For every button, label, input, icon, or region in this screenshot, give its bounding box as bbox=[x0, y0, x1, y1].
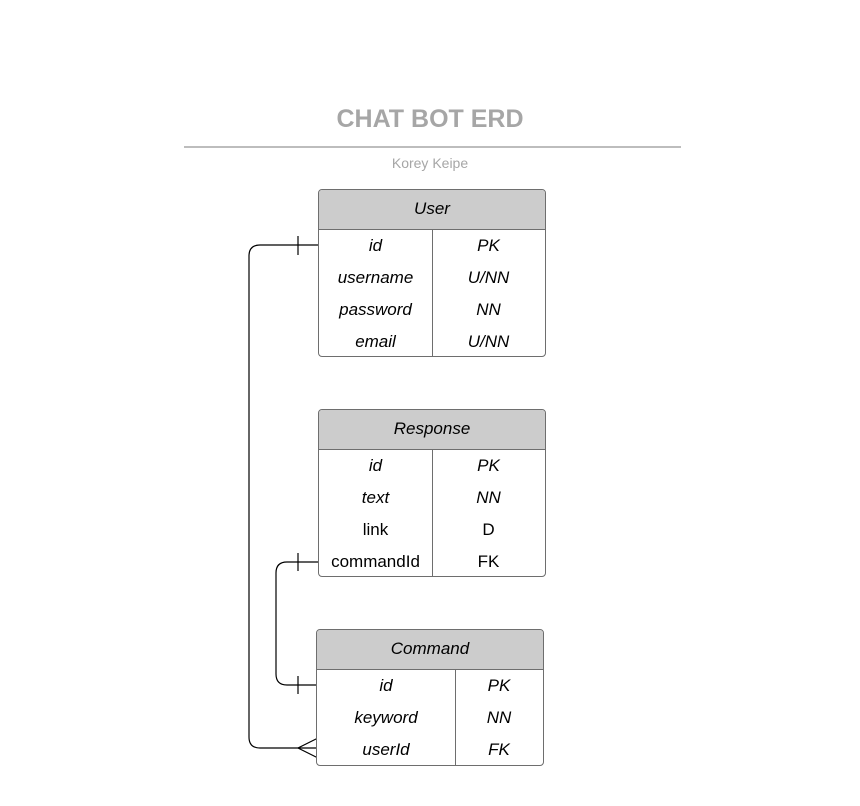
attribute-constraint: PK bbox=[477, 236, 500, 255]
relationship-response-command-line bbox=[275, 561, 318, 686]
attribute-row: text NN bbox=[319, 482, 545, 514]
entity-response-body: id PK text NN link D commandId FK bbox=[319, 450, 545, 576]
attribute-constraint: FK bbox=[488, 740, 510, 759]
column-divider bbox=[432, 450, 433, 576]
attribute-constraint: PK bbox=[487, 676, 511, 695]
attribute-row: id PK bbox=[319, 230, 545, 262]
attribute-name: keyword bbox=[354, 708, 418, 727]
attribute-name: userId bbox=[362, 740, 410, 759]
attribute-name: link bbox=[362, 520, 389, 539]
attribute-constraint: NN bbox=[476, 488, 501, 507]
attribute-row: commandId FK bbox=[319, 546, 545, 576]
attribute-row: id PK bbox=[319, 450, 545, 482]
attribute-constraint: NN bbox=[486, 708, 512, 727]
attribute-name: text bbox=[361, 488, 390, 507]
attribute-constraint: NN bbox=[476, 300, 501, 319]
attribute-row: userId FK bbox=[317, 734, 543, 765]
attribute-name: id bbox=[368, 456, 383, 475]
attribute-row: email U/NN bbox=[319, 326, 545, 356]
entity-command-title: Command bbox=[317, 630, 543, 670]
entity-response-title: Response bbox=[319, 410, 545, 450]
entity-response[interactable]: Response id PK text NN link D commandId … bbox=[318, 409, 546, 577]
many-marker-command-userid bbox=[296, 737, 319, 759]
diagram-title: CHAT BOT ERD bbox=[336, 105, 524, 133]
attribute-constraint: U/NN bbox=[467, 332, 510, 351]
attribute-row: id PK bbox=[317, 670, 543, 702]
attribute-row: link D bbox=[319, 514, 545, 546]
attribute-name: password bbox=[339, 300, 412, 319]
attribute-name: username bbox=[337, 268, 414, 287]
entity-user-body: id PK username U/NN password NN email U/… bbox=[319, 230, 545, 356]
diagram-author: Korey Keipe bbox=[391, 155, 469, 171]
attribute-name: commandId bbox=[331, 552, 420, 571]
relationship-user-command-line bbox=[248, 244, 318, 749]
attribute-constraint: FK bbox=[477, 552, 500, 571]
attribute-constraint: U/NN bbox=[467, 268, 510, 287]
column-divider bbox=[455, 670, 456, 765]
entity-user-title: User bbox=[319, 190, 545, 230]
attribute-row: username U/NN bbox=[319, 262, 545, 294]
attribute-constraint: PK bbox=[477, 456, 500, 475]
attribute-row: keyword NN bbox=[317, 702, 543, 734]
attribute-row: password NN bbox=[319, 294, 545, 326]
attribute-constraint: D bbox=[482, 520, 495, 539]
entity-command-body: id PK keyword NN userId FK bbox=[317, 670, 543, 765]
column-divider bbox=[432, 230, 433, 356]
entity-user[interactable]: User id PK username U/NN password NN ema… bbox=[318, 189, 546, 357]
title-divider bbox=[184, 146, 681, 148]
attribute-name: email bbox=[355, 332, 396, 351]
attribute-name: id bbox=[379, 676, 393, 695]
attribute-name: id bbox=[368, 236, 383, 255]
entity-command[interactable]: Command id PK keyword NN userId FK bbox=[316, 629, 544, 766]
